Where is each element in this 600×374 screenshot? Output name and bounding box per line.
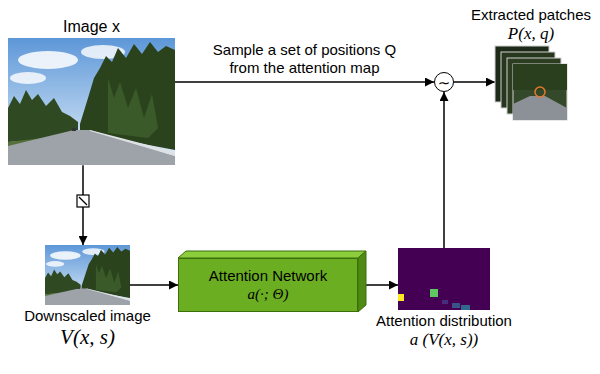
input-image: Image x xyxy=(8,17,175,165)
node-formula: P(x, q) xyxy=(508,24,554,44)
arrow-connector xyxy=(454,81,495,83)
attention-map xyxy=(398,248,490,310)
node-title: Attention distribution xyxy=(376,312,512,330)
extracted-patches: Extracted patchesP(x, q) xyxy=(471,6,591,120)
patch-stack xyxy=(495,46,567,120)
downscaled-photo xyxy=(45,245,130,305)
attention-network-box: Attention Networka(·; Θ) xyxy=(178,258,358,312)
edge-label: Sample a set of positions Q from the att… xyxy=(203,41,407,77)
sampling-operator: ∼ xyxy=(434,72,454,92)
node-formula: V(x, s) xyxy=(60,325,115,350)
image-area xyxy=(398,248,490,310)
image-area xyxy=(8,38,175,165)
arrow-connector xyxy=(130,284,178,286)
attention-distribution: Attention distributiona (V(x, s)) xyxy=(376,248,512,350)
node-formula: a (V(x, s)) xyxy=(410,330,478,350)
node-formula: a(·; Θ) xyxy=(248,285,289,303)
image-area xyxy=(45,245,130,305)
image-area xyxy=(495,46,567,120)
network-box-faces xyxy=(178,251,366,312)
arrow-connector xyxy=(175,81,434,83)
node-title: Downscaled image xyxy=(24,307,151,325)
downscaled-image: Downscaled imageV(x, s) xyxy=(24,245,151,350)
node-title: ∼ xyxy=(438,75,451,90)
node-title: Extracted patches xyxy=(471,6,591,24)
input-photo xyxy=(8,38,175,165)
node-title: Attention Network xyxy=(209,267,327,285)
node-title: Image x xyxy=(63,17,120,36)
downscale-symbol xyxy=(77,195,89,207)
arrow-connector xyxy=(443,92,445,248)
